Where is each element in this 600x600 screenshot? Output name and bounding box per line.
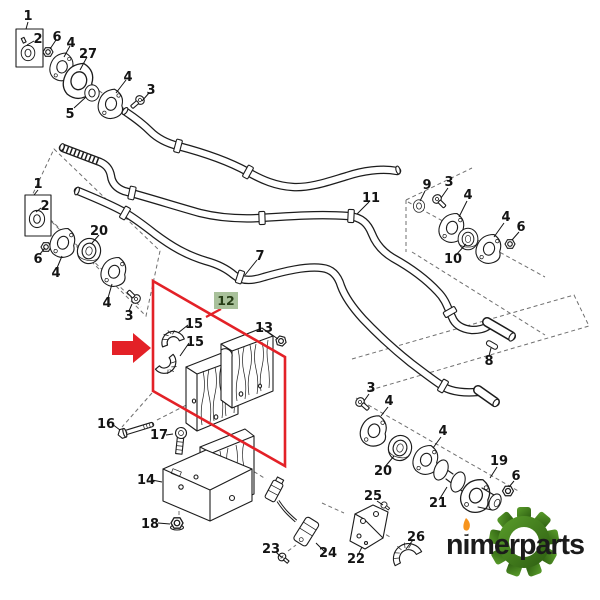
callout: 21 [429,496,447,511]
callout: 1 [23,9,32,24]
callout: 17 [150,428,168,443]
clamp-half-b [154,353,183,381]
callout: 3 [366,381,375,396]
callout-12: 12 [217,293,234,308]
support-bracket [162,449,253,522]
brand-logo: nimerparts [446,507,585,577]
callout: 19 [490,454,508,469]
mount-bracket-stack [117,421,255,531]
dashed-guides [29,49,590,552]
flame-dot-icon [463,518,470,531]
callout: 27 [79,47,97,62]
callout: 3 [124,309,133,324]
stabilizer-bars [58,106,516,408]
callout: 4 [102,296,111,311]
callout: 15 [185,317,203,332]
callout: 3 [146,83,155,98]
key-pin [485,340,499,350]
callout: 14 [137,473,155,488]
callout: 16 [97,417,115,432]
callout: 20 [90,224,108,239]
callout: 2 [40,199,49,214]
callout: 26 [407,530,425,545]
callout: 5 [65,107,74,122]
callout: 23 [262,542,280,557]
bracket-screw [380,501,391,511]
callout: 4 [384,394,393,409]
callout: 6 [516,220,525,235]
callout: 2 [33,32,42,47]
mount-nut [169,517,185,531]
assembly-top-left [15,28,147,122]
splined-end [61,145,102,165]
half-shell [392,542,423,567]
callout: 6 [33,252,42,267]
callout: 4 [66,36,75,51]
callout: 25 [364,489,382,504]
callout: 24 [319,546,337,561]
assembly-bottom-right [353,395,515,518]
highlight-tag [214,292,238,309]
red-arrow-right-icon [112,333,151,363]
callout: 7 [255,249,264,264]
callout: 6 [52,30,61,45]
leader-lines [25,21,520,558]
sensor [264,476,320,547]
sensor-group [264,476,423,567]
callout: 4 [501,210,510,225]
callout: 9 [422,178,431,193]
callout: 22 [347,552,365,567]
callout: 18 [141,517,159,532]
callout: 20 [374,464,392,479]
callout: 4 [438,424,447,439]
callout: 6 [511,469,520,484]
gear-icon [488,507,560,577]
callout: 1 [33,177,42,192]
callout: 3 [444,175,453,190]
callout: 4 [463,188,472,203]
callout: 13 [255,321,273,336]
brand-wordmark: nimerparts [446,529,584,561]
flange-nut [274,334,288,348]
mount-bolt [174,426,188,455]
insulator-group [154,325,288,432]
callout: 4 [51,266,60,281]
highlight-annotations: 12 [112,278,287,469]
highlight-box [151,278,287,469]
assembly-mid-left [24,194,143,306]
shield-bracket [349,504,389,550]
callout: 11 [362,191,380,206]
callout: 8 [484,354,493,369]
insulator-block-right [220,327,274,409]
callout: 15 [186,335,204,350]
clamp-half-a [157,325,185,348]
spacer-cylinder [433,459,466,493]
outlet-cup [456,473,502,518]
highlight-leader [205,308,222,318]
callout: 4 [123,70,132,85]
long-bolt [117,421,155,439]
callout: 10 [444,252,462,267]
pipe-clamps [119,138,458,394]
part-callouts: 1 2 6 4 27 5 4 3 1 2 6 4 20 4 3 11 7 8 9… [23,9,525,567]
